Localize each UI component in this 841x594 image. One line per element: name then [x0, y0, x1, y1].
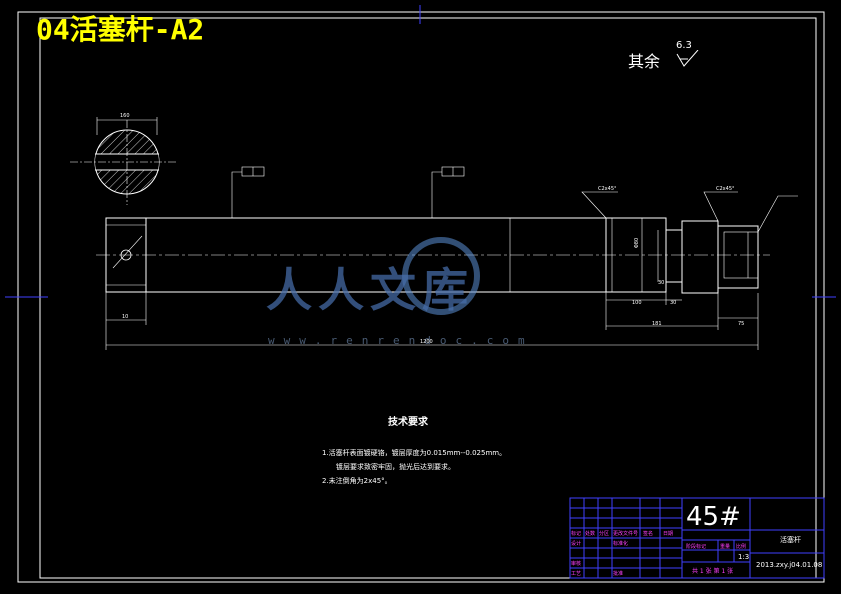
title-block [569, 497, 825, 579]
part-name: 活塞杆 [780, 536, 801, 544]
tb-label-scale: 比例 [736, 544, 747, 550]
drawing-title: 04活塞杆-A2 [36, 13, 205, 46]
tb-label-design: 设计 [571, 541, 582, 547]
watermark-url: www.renrendoc.com [268, 334, 534, 347]
dim-100: 100 [632, 300, 642, 306]
roughness-symbol [676, 50, 699, 67]
watermark-logo [402, 237, 480, 315]
chamfer-2: C2x45° [716, 186, 735, 192]
dim-end-length: 181 [652, 321, 662, 327]
tb-label-sign: 签名 [643, 531, 654, 537]
tb-label-weight: 重量 [720, 544, 731, 550]
tb-label-standard: 标准化 [613, 541, 629, 547]
inner-frame [39, 17, 817, 579]
dim-30: 30 [670, 300, 677, 306]
sheet-count: 共 1 张 第 1 张 [692, 568, 734, 575]
tb-label-change: 更改文件号 [613, 531, 639, 537]
dim-10: 10 [122, 314, 129, 320]
piston-rod-view [96, 217, 770, 294]
tb-label-zone: 分区 [599, 531, 610, 537]
drawing-code: 2013.zxy.j04.01.08 [756, 561, 823, 569]
tech-req-line-2: 镀层要求致密牢固，抛光后达到要求。 [336, 463, 455, 471]
chamfer-1: C2x45° [598, 186, 617, 192]
dim-section-width: 160 [120, 113, 130, 119]
tb-label-process: 工艺 [571, 571, 582, 577]
dim-80: Φ80 [634, 237, 641, 249]
dim-total-length: 1200 [420, 339, 433, 345]
roughness-value: 6.3 [676, 40, 692, 51]
tech-req-line-3: 2.未注倒角为2x45°。 [322, 477, 392, 485]
dim-75: 75 [738, 321, 745, 327]
material-label: 45# [686, 502, 741, 532]
tb-label-count: 处数 [585, 531, 596, 537]
section-view [70, 117, 178, 205]
tech-req-title: 技术要求 [388, 417, 428, 428]
tb-label-stage: 阶段标记 [686, 544, 707, 550]
tb-label-date: 日期 [663, 531, 674, 537]
watermark-text: 人人文库 [266, 263, 474, 317]
scale-value: 1:3 [738, 553, 750, 561]
roughness-label: 其余 [628, 52, 661, 71]
tb-label-approve: 批准 [613, 571, 624, 577]
tb-label-review: 审核 [571, 561, 582, 567]
tech-req-line-1: 1.活塞杆表面镀硬铬，镀层厚度为0.015mm--0.025mm。 [322, 449, 507, 457]
dimension-lines [105, 166, 798, 350]
tb-label-mark: 标记 [571, 531, 582, 537]
dim-30b: 30 [658, 280, 665, 286]
